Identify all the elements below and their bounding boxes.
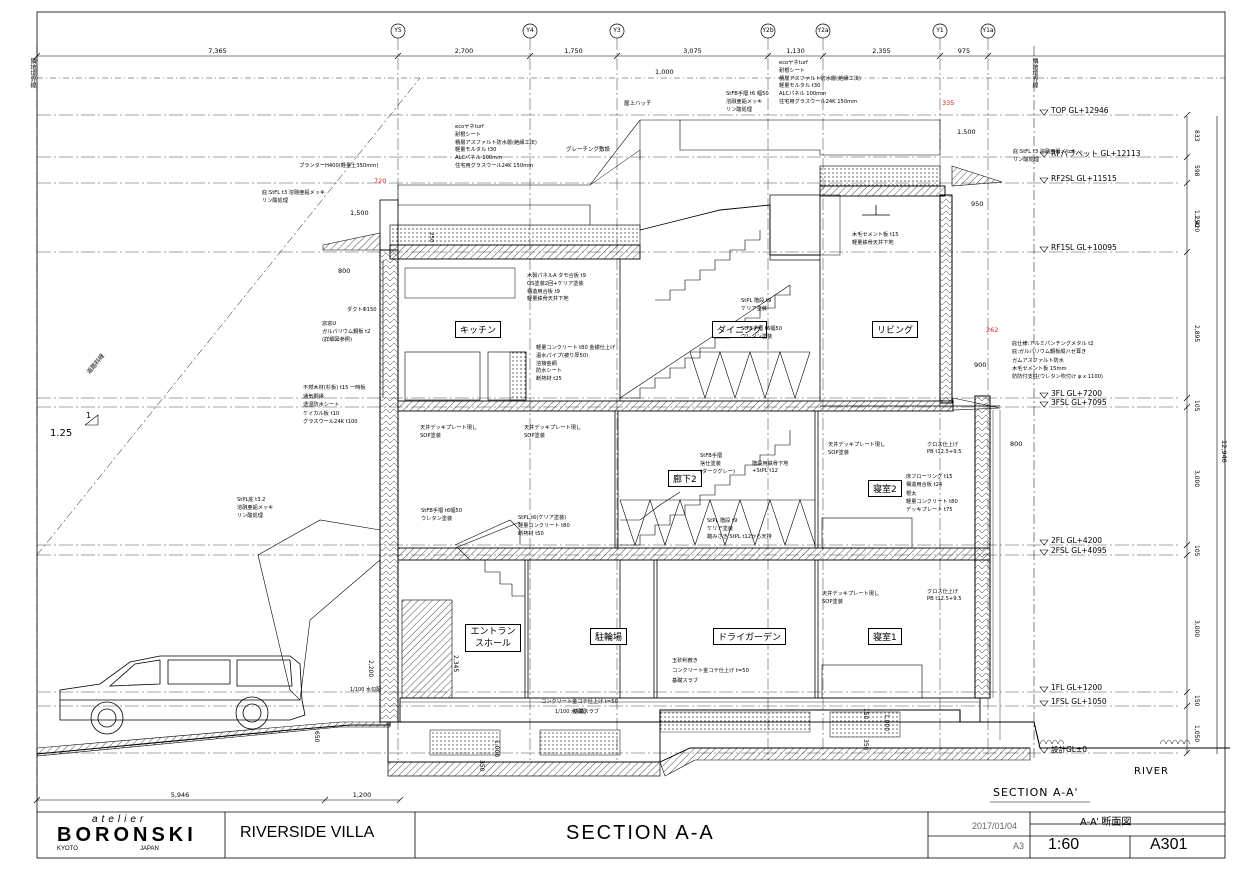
paper-size: A3 — [1013, 841, 1025, 851]
roof-slab-left — [389, 244, 641, 260]
sheet-number: A301 — [1150, 836, 1188, 853]
river-label: RIVER — [1134, 766, 1170, 777]
grid-bubble-y1 — [932, 23, 948, 39]
grid-axes — [33, 23, 996, 804]
brand-city: KYOTO — [57, 846, 78, 852]
right-dimensions — [1183, 111, 1191, 757]
slope-marker — [84, 414, 99, 426]
drawing-name: A-A' 断面図 — [1080, 817, 1132, 828]
car-illustration — [59, 655, 306, 735]
canopy-entrance — [257, 519, 381, 701]
stair-2f-to-3f — [620, 430, 791, 546]
drawing-scale: 1:60 — [1048, 836, 1080, 853]
driveway-ramp — [36, 721, 391, 757]
slope-numerator: 1 — [86, 411, 92, 420]
road-setback-line — [36, 77, 421, 556]
project-name: RIVERSIDE VILLA — [240, 824, 375, 841]
roof-handrail-left — [397, 119, 680, 205]
eave-left — [322, 232, 381, 251]
grid-bubble-y1a — [980, 23, 996, 39]
grid-bubble-y2a — [815, 23, 831, 39]
ground-line — [36, 709, 1230, 755]
sheet-title: SECTION A-A — [566, 822, 715, 844]
brand-top: atelier — [92, 814, 148, 825]
grid-bubble-y3 — [609, 23, 625, 39]
section-label: SECTION A-A' — [993, 786, 1079, 799]
eave-3f-right — [952, 397, 1001, 411]
right-dimension-chain — [1186, 116, 1218, 754]
railing-zigzag-3f — [689, 351, 811, 399]
exterior-wall-right — [974, 395, 991, 699]
riverbank-vegetation — [1039, 739, 1191, 745]
top-dimension-chain — [37, 55, 1225, 79]
sheet-border — [36, 11, 1226, 859]
floor-slab-2f — [397, 547, 991, 561]
stair-1f-to-2f — [454, 519, 525, 597]
slope-denominator: 1.25 — [50, 428, 73, 439]
brand-name: BORONSKI — [57, 824, 197, 846]
railing-zigzag-2f — [619, 499, 816, 546]
sheet-date: 2017/01/04 — [972, 821, 1018, 831]
grid-bubble-y4 — [522, 23, 538, 39]
grid-bubble-y2b — [760, 23, 776, 39]
brand-country: JAPAN — [140, 846, 159, 852]
eave-right — [951, 165, 1003, 187]
roof-slab-right — [819, 185, 946, 197]
title-block — [37, 811, 1225, 858]
building-section — [36, 119, 1230, 777]
floor-slab-1f — [399, 697, 981, 723]
grid-bubble-y5 — [390, 23, 406, 39]
stair-3f-to-roof — [619, 230, 791, 399]
level-lines — [37, 109, 1180, 754]
